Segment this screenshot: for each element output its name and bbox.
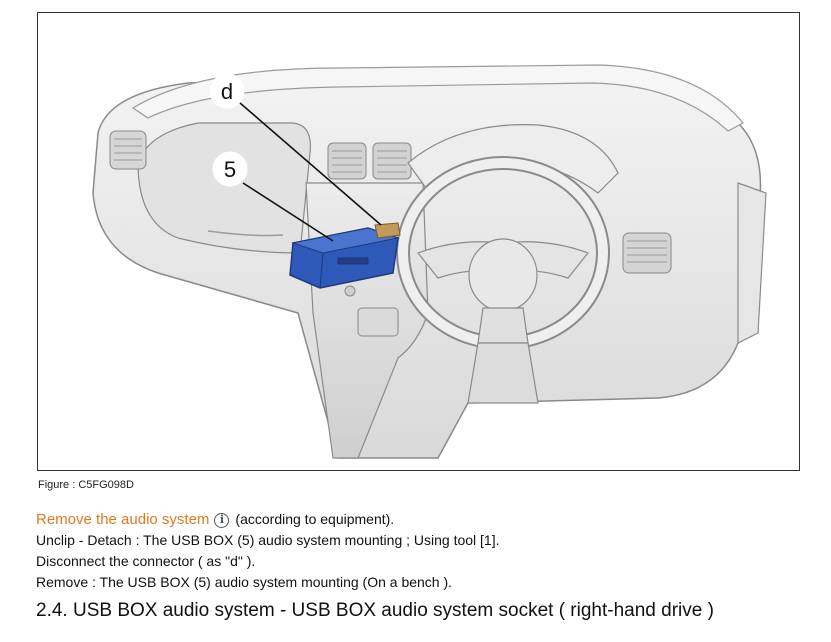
instruction-remove: Remove : The USB BOX (5) audio system mo… (36, 574, 453, 590)
dashboard-illustration: d 5 (92, 64, 767, 459)
callout-5-leader (242, 182, 334, 242)
connector-part (374, 222, 401, 239)
callout-5-label: 5 (224, 157, 236, 182)
callout-d: d (209, 73, 245, 109)
callout-d-leader (239, 102, 382, 226)
info-icon[interactable]: i (214, 513, 230, 528)
center-vent-right (372, 142, 412, 180)
dashboard-top (131, 64, 744, 132)
instruction-remove-audio: Remove the audio system i (according to eq… (36, 509, 816, 530)
center-vent-left (327, 142, 367, 180)
section-heading: 2.4. USB BOX audio system - USB BOX audi… (36, 600, 714, 621)
callout-5: 5 (212, 151, 248, 187)
remove-audio-system-link[interactable]: Remove the audio system (36, 511, 210, 528)
left-vent (109, 130, 147, 170)
instructions-block: Remove the audio system i (according to eq… (36, 509, 816, 593)
link-suffix: (according to equipment). (235, 511, 395, 527)
instruction-unclip: Unclip - Detach : The USB BOX (5) audio … (36, 532, 500, 548)
instruction-disconnect: Disconnect the connector ( as "d" ). (36, 553, 256, 569)
figure-caption: Figure : C5FG098D (38, 479, 134, 491)
figure-frame: d 5 (37, 12, 800, 471)
callout-d-label: d (221, 79, 233, 104)
usb-box-part (289, 227, 400, 289)
right-vent (622, 232, 672, 274)
